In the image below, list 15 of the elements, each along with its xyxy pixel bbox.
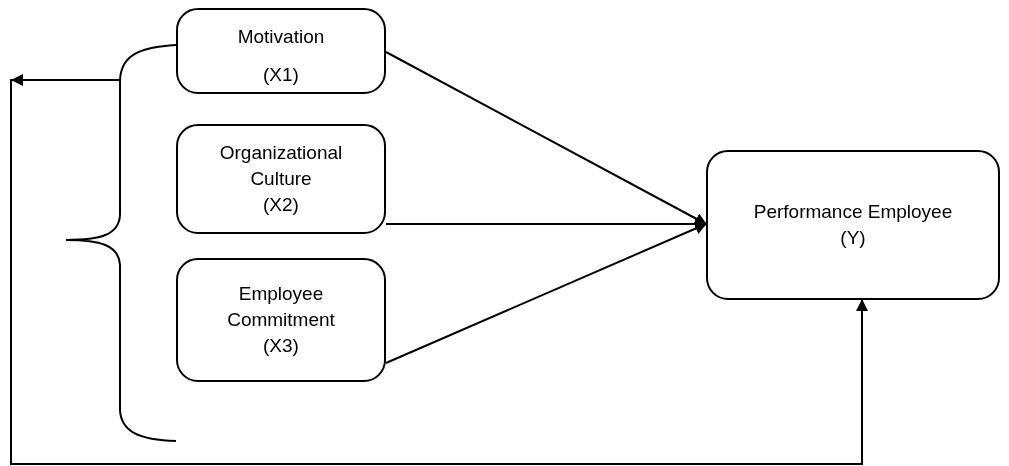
arrow bbox=[385, 222, 707, 364]
feedback-arrow bbox=[10, 74, 868, 465]
rounded-box bbox=[706, 150, 1000, 300]
arrow bbox=[385, 51, 707, 225]
box-label: (X3) bbox=[263, 334, 299, 358]
rounded-box bbox=[176, 8, 386, 94]
box-label: (Y) bbox=[840, 226, 866, 250]
box-label: (X1) bbox=[263, 63, 299, 87]
box-label: Organizational Culture bbox=[218, 141, 344, 191]
box-label: (X2) bbox=[263, 193, 299, 217]
rounded-box bbox=[176, 258, 386, 382]
box-label: Motivation bbox=[237, 25, 325, 49]
rounded-box bbox=[176, 124, 386, 234]
box-label: Employee Commitment bbox=[226, 282, 336, 332]
box-label: Performance Employee bbox=[753, 200, 953, 224]
